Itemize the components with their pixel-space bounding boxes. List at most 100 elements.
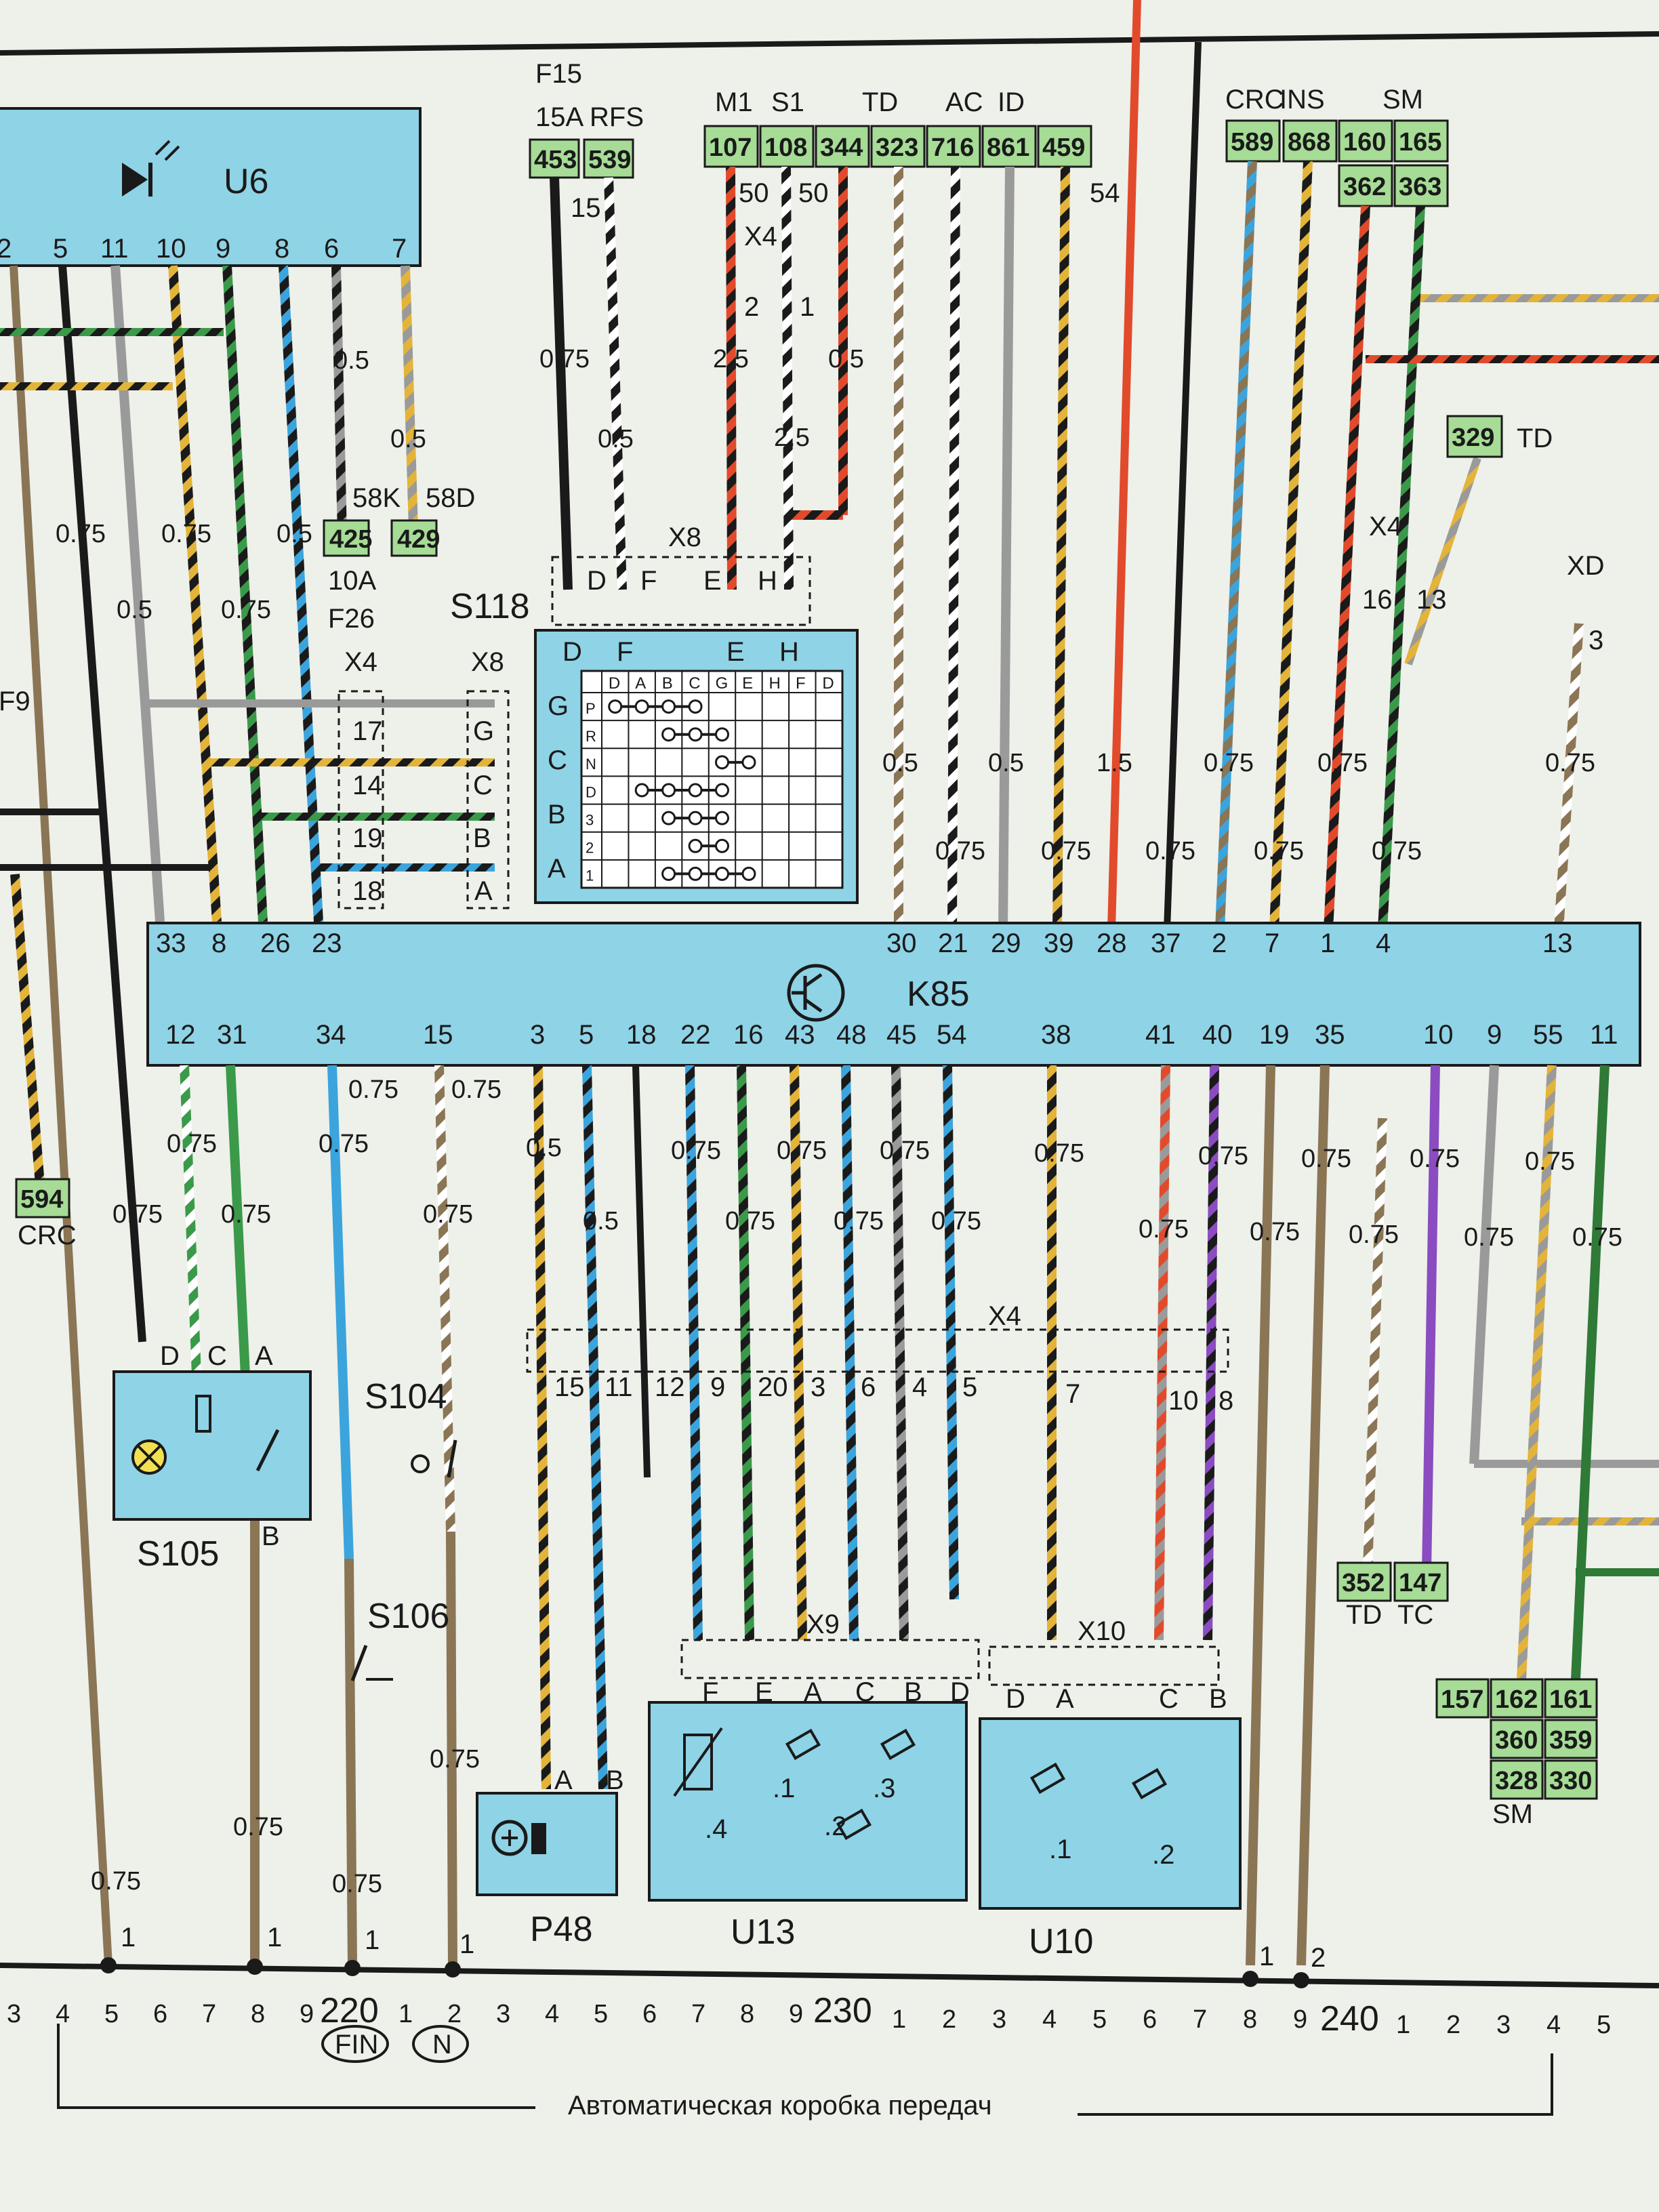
svg-text:2: 2: [1212, 928, 1227, 958]
footer-pin: 6: [1143, 2005, 1157, 2034]
ref-code-425: 425: [329, 525, 372, 554]
svg-text:0.75: 0.75: [1372, 837, 1422, 865]
svg-text:868: 868: [1288, 128, 1330, 157]
s104-switch-icon: [411, 1439, 457, 1478]
svg-text:B: B: [473, 823, 491, 853]
s118-row-label: D: [586, 783, 596, 800]
wire-size-labels-top: 0.5 0.5 0.75 0.75 0.5 0.5 0.75 0.75 2.5 …: [56, 345, 1595, 865]
x4-left-connector: [337, 690, 384, 909]
s104-label: S104: [365, 1377, 447, 1416]
svg-text:C: C: [855, 1677, 875, 1707]
svg-text:D: D: [1006, 1684, 1025, 1714]
svg-text:10: 10: [1168, 1386, 1199, 1416]
svg-text:30: 30: [886, 928, 917, 958]
svg-text:330: 330: [1549, 1767, 1592, 1795]
svg-text:0.75: 0.75: [1301, 1145, 1351, 1173]
svg-text:1: 1: [800, 292, 815, 322]
svg-text:1: 1: [1320, 928, 1335, 958]
motor-icon: [491, 1820, 546, 1856]
x4-mid-label: X4: [988, 1301, 1021, 1331]
svg-text:31: 31: [217, 1020, 247, 1050]
svg-text:0.75: 0.75: [1410, 1145, 1460, 1173]
s118-contact-dot: [634, 699, 649, 714]
svg-text:1: 1: [267, 1923, 282, 1952]
svg-text:0.75: 0.75: [1198, 1142, 1248, 1170]
svg-text:26: 26: [260, 928, 291, 958]
svg-text:.4: .4: [705, 1814, 727, 1844]
footer-pin: 2: [942, 2005, 956, 2034]
svg-text:X4: X4: [744, 222, 777, 251]
svg-text:11: 11: [1590, 1020, 1618, 1050]
svg-text:8: 8: [211, 928, 226, 958]
svg-text:160: 160: [1343, 128, 1386, 157]
footer-pin: 4: [56, 2000, 70, 2028]
svg-text:0.75: 0.75: [1464, 1223, 1514, 1252]
footer-pin: 5: [594, 2000, 608, 2028]
svg-text:13: 13: [1542, 928, 1573, 958]
svg-text:0.75: 0.75: [112, 1200, 163, 1229]
s118-contact-dot: [715, 727, 729, 742]
svg-text:D: D: [562, 637, 582, 667]
svg-text:0.75: 0.75: [319, 1130, 369, 1158]
x4-right-label: X4: [1369, 512, 1402, 541]
u6-pin-labels: 2 5 11 10 9 8 6 7: [0, 234, 407, 264]
k85-bottom-pins: 12 31 34 15 3 5 18 22 16 43 48 45 54 38 …: [165, 1020, 1618, 1050]
solenoid-icons-u10: .1 .2: [1029, 1762, 1174, 1870]
svg-text:5: 5: [53, 234, 68, 264]
svg-text:SM: SM: [1382, 85, 1423, 115]
u13-label: U13: [731, 1912, 795, 1952]
footer-pin: 1: [1396, 2011, 1410, 2039]
s118-contact-dot: [661, 727, 676, 742]
s118-col-label: A: [635, 674, 646, 693]
ref-code-429: 429: [397, 525, 440, 554]
label-f26: F26: [328, 604, 375, 634]
svg-text:165: 165: [1399, 128, 1441, 157]
svg-text:328: 328: [1495, 1767, 1538, 1795]
footer-pin: 9: [300, 2000, 314, 2028]
x9-connector: [680, 1639, 980, 1679]
bottom-wire-bundle: [180, 1065, 1659, 1966]
svg-text:0.75: 0.75: [430, 1745, 480, 1774]
svg-text:230: 230: [813, 1991, 872, 2030]
svg-text:.1: .1: [1049, 1835, 1071, 1864]
svg-text:11: 11: [605, 1372, 633, 1402]
ref-box-425: [323, 519, 370, 557]
s118-contact-dot: [741, 755, 756, 770]
svg-text:D: D: [587, 566, 607, 596]
left-wire-bundle: [0, 265, 495, 1966]
x4-right-pin-16: 16: [1362, 585, 1393, 615]
p48-pin-a: A: [554, 1765, 573, 1795]
svg-text:F: F: [617, 637, 633, 667]
s118-col-label: D: [822, 674, 834, 693]
svg-text:589: 589: [1231, 128, 1273, 157]
footer-pin: 3: [1496, 2011, 1511, 2039]
svg-text:33: 33: [156, 928, 186, 958]
svg-text:F: F: [640, 566, 657, 596]
svg-text:TD: TD: [1346, 1600, 1382, 1630]
svg-text:AC: AC: [945, 87, 983, 117]
svg-text:C: C: [473, 771, 493, 800]
svg-text:B: B: [1209, 1684, 1227, 1714]
svg-text:18: 18: [626, 1020, 657, 1050]
diagram-caption: Автоматическая коробка передач: [568, 2091, 992, 2121]
x4-left-label: X4: [344, 647, 377, 677]
svg-text:0.75: 0.75: [221, 1200, 271, 1229]
svg-text:0.5: 0.5: [598, 425, 634, 453]
s118-row-label: 3: [586, 811, 594, 828]
svg-text:INS: INS: [1279, 85, 1325, 115]
svg-text:7: 7: [392, 234, 407, 264]
svg-text:0.5: 0.5: [276, 520, 312, 548]
footer-pin: 8: [740, 2000, 754, 2028]
svg-text:0.75: 0.75: [935, 837, 985, 865]
svg-text:A: A: [474, 876, 493, 906]
svg-text:20: 20: [758, 1372, 788, 1402]
svg-text:1: 1: [1259, 1942, 1274, 1971]
svg-text:15: 15: [423, 1020, 453, 1050]
led-icon: [122, 140, 180, 197]
switch-icon: [195, 1395, 280, 1472]
svg-text:0.75: 0.75: [221, 596, 271, 624]
svg-text:SM: SM: [1492, 1799, 1533, 1829]
s118-contact-dot: [688, 838, 703, 853]
svg-text:A: A: [255, 1341, 273, 1371]
svg-text:9: 9: [710, 1372, 725, 1402]
